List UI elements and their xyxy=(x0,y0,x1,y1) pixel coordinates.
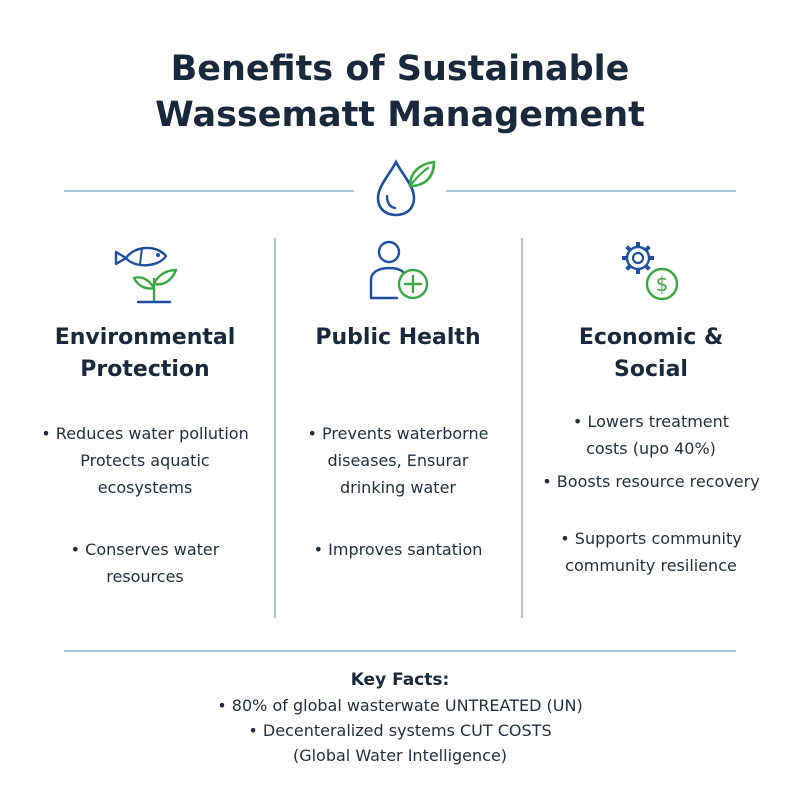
bullet-text: • Reduces water pollution xyxy=(41,424,249,443)
bullet-improves-sanitation: • Improves santation xyxy=(277,536,519,563)
bullets-economic: • Lowers treatment costs (upo 40%) • Boo… xyxy=(526,408,776,579)
bullet-resource-recovery: • Boosts resource recovery xyxy=(526,468,776,495)
column-economic-social: $ Economic & Social • Lowers treatment c… xyxy=(526,230,776,610)
key-fact-2-source: (Global Water Intelligence) xyxy=(292,746,508,765)
column-environmental: Environmental Protection • Reduces water… xyxy=(20,230,270,610)
key-fact-1: • 80% of global wasterwate UNTREATED (UN… xyxy=(217,696,583,715)
bullet-prevents-disease: • Prevents waterborne diseases, Ensurar … xyxy=(277,420,519,501)
heading-economic-line2: Social xyxy=(614,357,688,382)
bullet-text: • Prevents waterborne xyxy=(307,424,489,443)
heading-environmental: Environmental Protection xyxy=(20,322,270,386)
heading-environmental-line1: Environmental xyxy=(54,325,236,350)
heading-environmental-line2: Protection xyxy=(80,357,210,382)
heading-public-health-line1: Public Health xyxy=(315,325,481,350)
column-divider-1 xyxy=(274,238,276,618)
bullets-environmental: • Reduces water pollution Protects aquat… xyxy=(20,420,270,590)
page-title: Benefits of Sustainable Wassematt Manage… xyxy=(0,46,800,138)
title-line-1: Benefits of Sustainable xyxy=(170,49,630,89)
bullet-lowers-costs: • Lowers treatment costs (upo 40%) xyxy=(526,408,776,462)
bullet-text: • Improves santation xyxy=(313,540,483,559)
bullet-text: ecosystems xyxy=(97,478,193,497)
bullet-text: • Conserves water xyxy=(70,540,220,559)
footer-divider xyxy=(64,650,736,652)
person-plus-icon xyxy=(363,234,433,304)
bullet-text: • Boosts resource recovery xyxy=(542,472,760,491)
title-line-2: Wassematt Management xyxy=(155,95,645,135)
bullet-community-resilience: • Supports community community resilienc… xyxy=(526,525,776,579)
bullet-text: costs (upo 40%) xyxy=(586,439,716,458)
key-fact-2: • Decenteralized systems CUT COSTS xyxy=(248,721,552,740)
gear-dollar-icon: $ xyxy=(612,234,686,306)
bullet-text: drinking water xyxy=(340,478,456,497)
key-facts-title: Key Facts: xyxy=(350,670,450,690)
svg-text:$: $ xyxy=(656,272,669,296)
heading-public-health: Public Health xyxy=(277,322,519,354)
bullet-conserves-water: • Conserves water resources xyxy=(20,536,270,590)
key-facts: Key Facts: • 80% of global wasterwate UN… xyxy=(0,668,800,768)
column-divider-2 xyxy=(521,238,523,618)
bullets-public-health: • Prevents waterborne diseases, Ensurar … xyxy=(277,420,519,563)
bullet-text: resources xyxy=(106,567,184,586)
fish-plant-icon xyxy=(108,234,188,306)
header-divider-right xyxy=(446,190,736,192)
bullet-text: • Lowers treatment xyxy=(572,412,730,431)
header-divider-left xyxy=(64,190,354,192)
heading-economic-line1: Economic & xyxy=(578,325,724,350)
water-drop-leaf-icon xyxy=(370,158,440,218)
bullet-text: community resilience xyxy=(565,556,737,575)
bullet-text: • Supports community xyxy=(560,529,742,548)
bullet-text: Protects aquatic xyxy=(80,451,210,470)
bullet-text: diseases, Ensurar xyxy=(327,451,469,470)
heading-economic: Economic & Social xyxy=(526,322,776,386)
bullet-reduces-pollution: • Reduces water pollution Protects aquat… xyxy=(20,420,270,501)
column-public-health: Public Health • Prevents waterborne dise… xyxy=(277,230,519,610)
